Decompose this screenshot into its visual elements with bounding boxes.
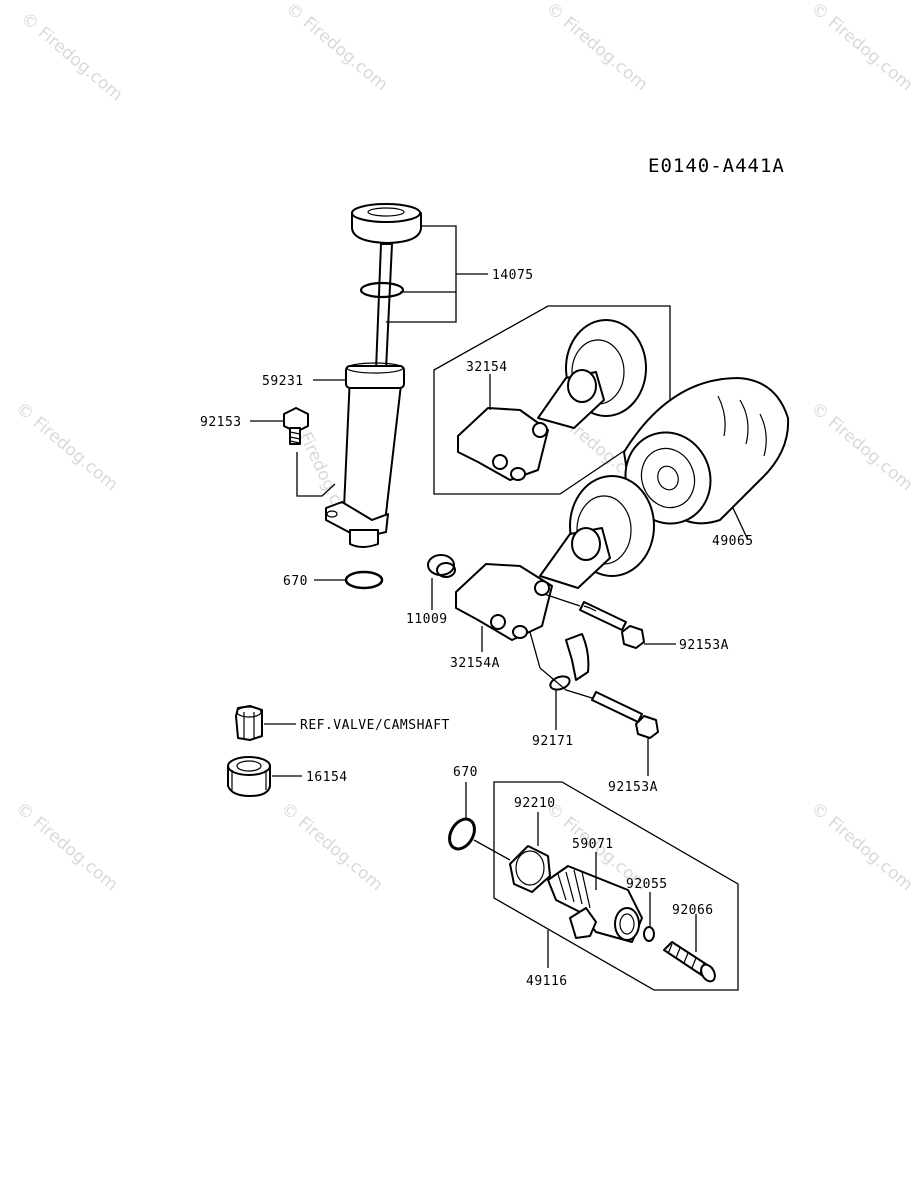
- diagram-code: E0140-A441A: [648, 155, 785, 177]
- dipstick-cap-14075: [351, 203, 422, 371]
- label-59071: 59071: [572, 837, 614, 852]
- box-49116: [493, 781, 739, 991]
- o-ring-92055: [643, 926, 655, 942]
- watermark: © Firedog.com: [542, 0, 652, 95]
- label-32154: 32154: [466, 360, 508, 375]
- label-11009: 11009: [406, 612, 448, 627]
- watermark: © Firedog.com: [282, 0, 392, 95]
- o-rings-11009: [427, 554, 456, 578]
- leader-92153: [250, 420, 336, 497]
- label-92153A-1: 92153A: [679, 638, 729, 653]
- valve-body-59071: [547, 865, 643, 943]
- spring-92066: [663, 941, 716, 983]
- filter-bracket-32154A: [455, 475, 655, 641]
- clamp-92171: [539, 633, 590, 691]
- watermark: © Firedog.com: [17, 9, 127, 106]
- watermark: © Firedog.com: [12, 399, 122, 496]
- watermark: © Firedog.com: [277, 799, 387, 896]
- label-32154A: 32154A: [450, 656, 500, 671]
- label-670-top: 670: [283, 574, 308, 589]
- bolt-92153: [283, 407, 309, 445]
- leader-92153A-1: [543, 593, 676, 645]
- filter-bracket-32154: [457, 319, 647, 481]
- leader-92171: [529, 631, 557, 730]
- watermark: © Firedog.com: [807, 799, 917, 896]
- leader-670-bottom: [465, 782, 511, 861]
- bolt-92153A-lower: [591, 691, 659, 739]
- label-92066: 92066: [672, 903, 714, 918]
- leader-49065: [732, 507, 749, 541]
- label-92171: 92171: [532, 734, 574, 749]
- label-92153A-2: 92153A: [608, 780, 658, 795]
- label-92055: 92055: [626, 877, 668, 892]
- label-92210: 92210: [514, 796, 556, 811]
- watermark: © Firedog.com: [12, 799, 122, 896]
- gear-16154: [227, 756, 271, 797]
- watermark: © Firedog.com: [807, 0, 917, 95]
- label-670-bottom: 670: [453, 765, 478, 780]
- label-59231: 59231: [262, 374, 304, 389]
- label-49116: 49116: [526, 974, 568, 989]
- leader-14075: [386, 225, 488, 323]
- leader-92153A-2: [565, 689, 649, 776]
- ref-valve-part: [235, 705, 263, 741]
- label-16154: 16154: [306, 770, 348, 785]
- label-14075: 14075: [492, 268, 534, 283]
- oil-filler-tube-59231: [325, 362, 405, 548]
- nut-92210: [509, 845, 551, 893]
- bolt-92153A-upper: [579, 601, 645, 649]
- label-ref-valve: REF.VALVE/CAMSHAFT: [300, 718, 450, 733]
- o-ring-670-bottom: [448, 817, 476, 851]
- watermark: © Firedog.com: [807, 399, 917, 496]
- o-ring-670: [344, 570, 384, 590]
- label-92153: 92153: [200, 415, 242, 430]
- label-49065: 49065: [712, 534, 754, 549]
